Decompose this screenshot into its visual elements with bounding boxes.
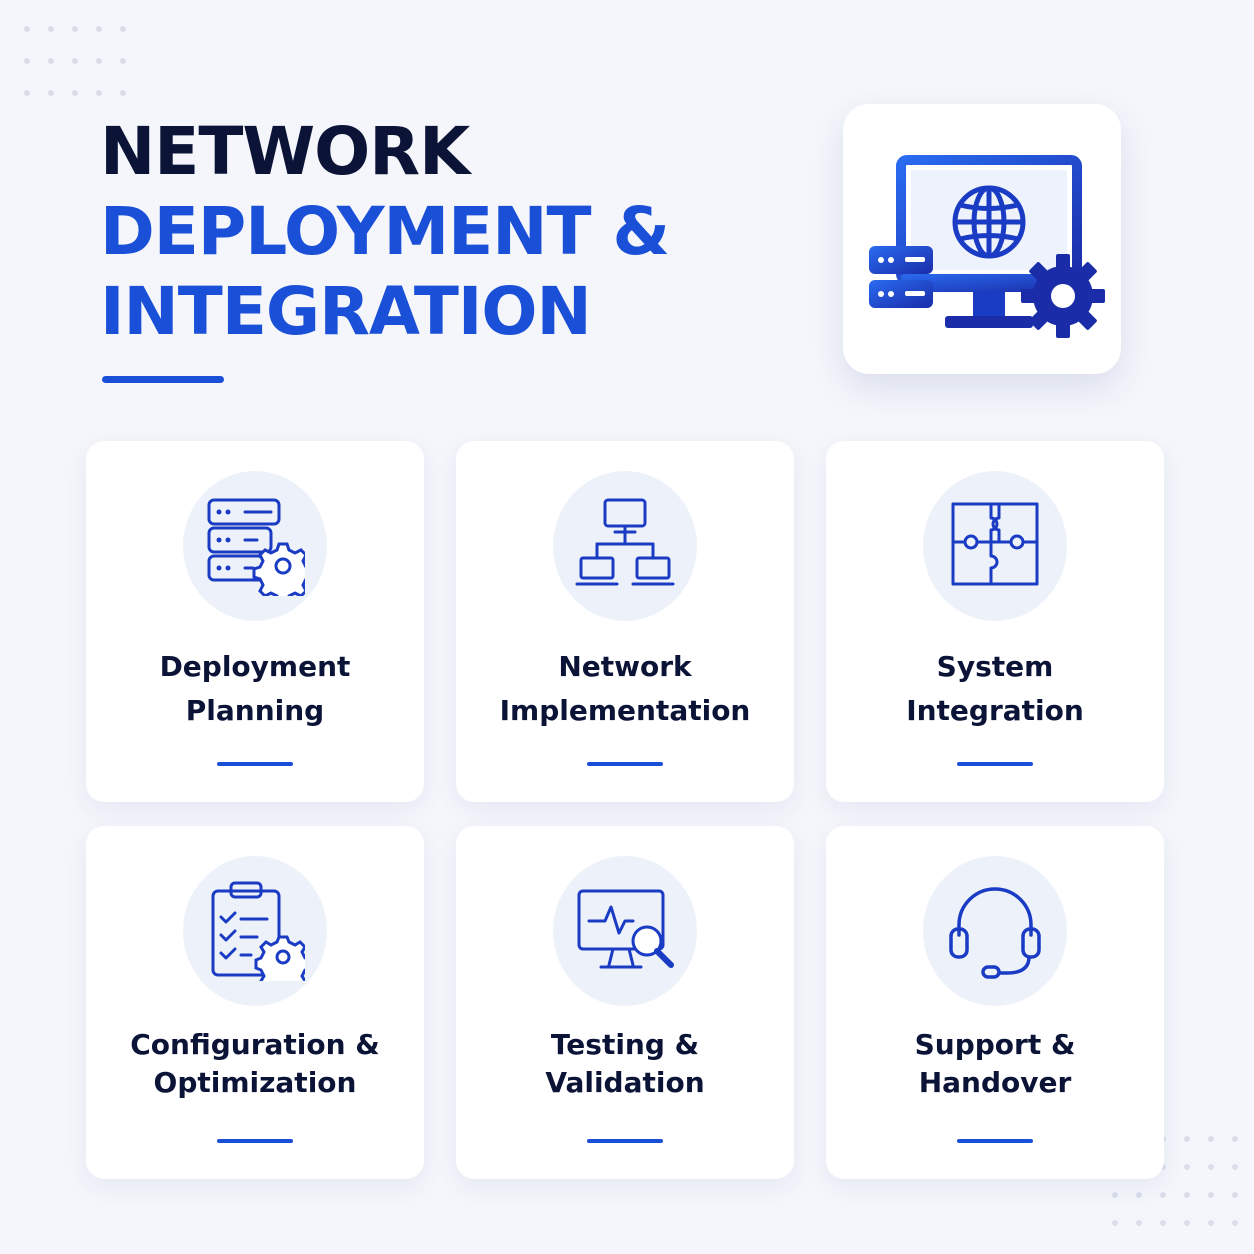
title-underline: [102, 376, 224, 383]
card-configuration-optimization: Configuration & Optimization: [86, 826, 424, 1179]
clipboard-gear-icon: [211, 881, 305, 981]
hero-card: [843, 104, 1121, 374]
icon-circle: [923, 856, 1067, 1006]
card-label: Testing & Validation: [456, 1026, 794, 1102]
icon-circle: [183, 471, 327, 621]
card-system-integration: System Integration: [826, 441, 1164, 802]
icon-circle: [553, 471, 697, 621]
card-label-line-2: Handover: [918, 1066, 1072, 1099]
headset-icon: [949, 887, 1041, 979]
card-label-line-1: Support &: [914, 1028, 1076, 1061]
card-label-line-1: Network: [558, 650, 692, 683]
card-deployment-planning: Deployment Planning: [86, 441, 424, 802]
network-topology-icon: [575, 498, 675, 586]
card-label-line-1: System: [936, 650, 1054, 683]
server-gear-icon: [207, 498, 305, 596]
card-label-line-2: Optimization: [153, 1066, 357, 1099]
card-underline: [217, 762, 293, 766]
page-title: NETWORK DEPLOYMENT & INTEGRATION: [100, 112, 670, 352]
title-line-3: INTEGRATION: [100, 273, 592, 350]
card-label-line-2: Implementation: [499, 694, 751, 727]
card-label: Network Implementation: [456, 645, 794, 733]
card-label: Support & Handover: [826, 1026, 1164, 1102]
card-network-implementation: Network Implementation: [456, 441, 794, 802]
card-label: System Integration: [826, 645, 1164, 733]
icon-circle: [183, 856, 327, 1006]
card-label: Deployment Planning: [86, 645, 424, 733]
card-underline: [217, 1139, 293, 1143]
puzzle-icon: [951, 502, 1039, 586]
card-support-handover: Support & Handover: [826, 826, 1164, 1179]
services-grid: Deployment Planning: [86, 441, 1166, 1179]
title-line-1: NETWORK: [100, 113, 470, 190]
icon-circle: [923, 471, 1067, 621]
card-label-line-1: Testing &: [550, 1028, 700, 1061]
monitor-search-icon: [577, 889, 674, 969]
card-label-line-1: Configuration &: [130, 1028, 380, 1061]
card-testing-validation: Testing & Validation: [456, 826, 794, 1179]
card-underline: [587, 762, 663, 766]
card-label-line-1: Deployment: [159, 650, 351, 683]
card-label-line-2: Validation: [545, 1066, 705, 1099]
card-label-line-2: Integration: [906, 694, 1084, 727]
card-underline: [957, 762, 1033, 766]
title-line-2: DEPLOYMENT &: [100, 193, 670, 270]
card-underline: [957, 1139, 1033, 1143]
card-underline: [587, 1139, 663, 1143]
icon-circle: [553, 856, 697, 1006]
card-label: Configuration & Optimization: [86, 1026, 424, 1102]
card-label-line-2: Planning: [185, 694, 325, 727]
decorative-dots-top-left: [24, 26, 126, 96]
monitor-globe-server-gear-icon: [869, 155, 1105, 338]
